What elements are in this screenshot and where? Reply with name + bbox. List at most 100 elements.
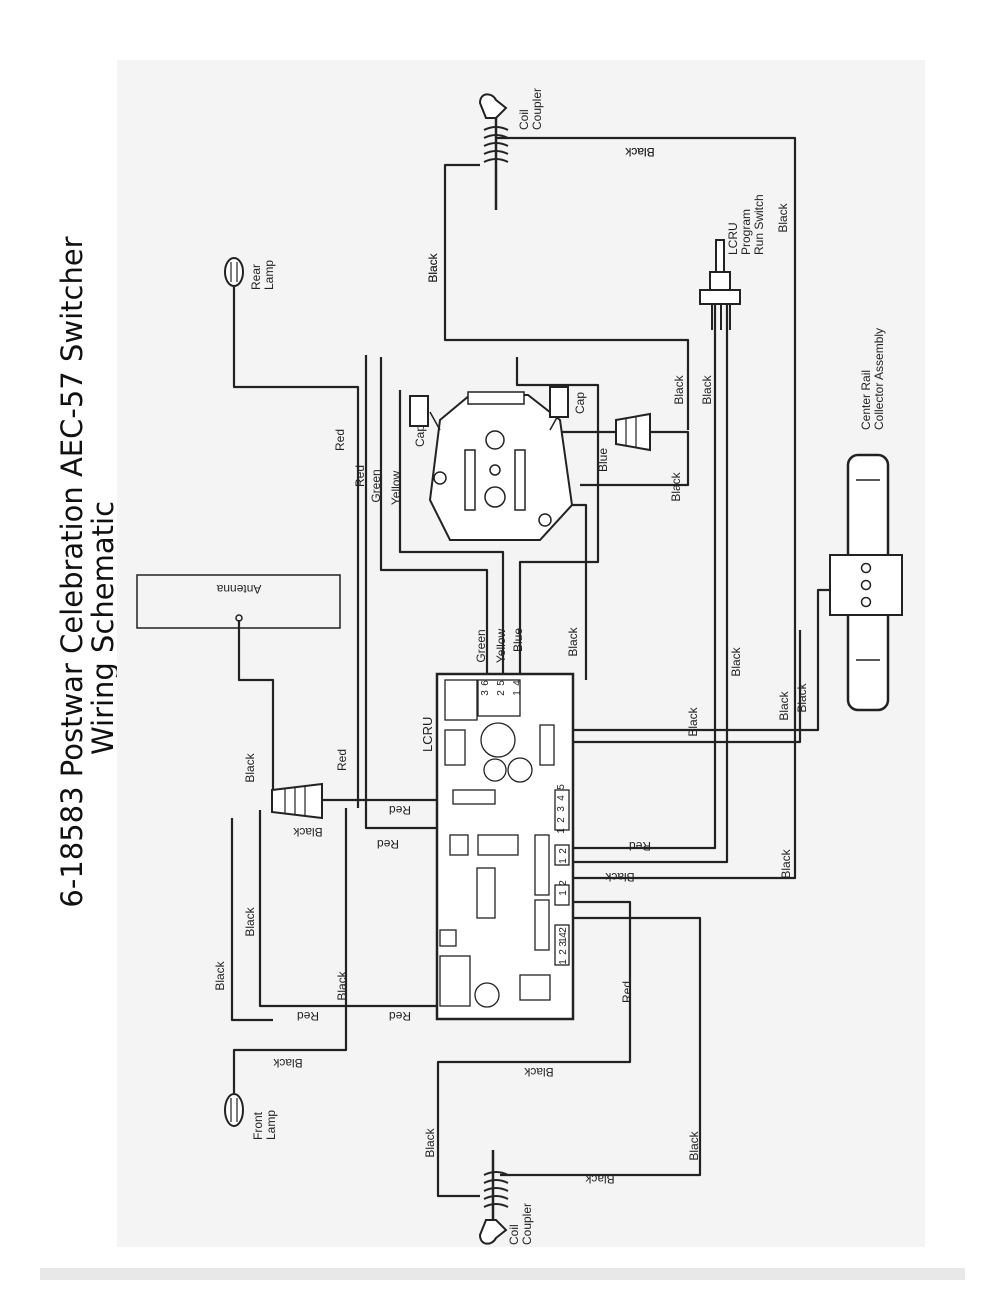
rear-lamp-text-line-2: Lamp [262, 260, 276, 290]
wire-label-black: Black [624, 145, 654, 159]
wire-nut-right [580, 430, 690, 487]
wire-label-red: Red [389, 803, 411, 817]
wire-label-blue: Blue [596, 448, 610, 472]
wire-label-blue: Blue [511, 628, 525, 652]
motor-assembly [428, 391, 574, 541]
wire-bottom-coupler-return [500, 916, 702, 1177]
pin-label: 1 [512, 690, 523, 696]
wire-label-red: Red [629, 839, 651, 853]
center-rail-label: Center RailCollector Assembly [859, 328, 886, 430]
wire-blue [515, 357, 600, 680]
wire-label-black: Black [272, 1056, 302, 1070]
wire-top-coupler-black [443, 163, 690, 430]
wire-left-red [230, 818, 273, 1022]
wire-label-yellow: Yellow [389, 471, 403, 506]
wire-label-black: Black [729, 646, 743, 676]
coil-coupler-top-text-line-2: Coupler [530, 88, 544, 130]
wire-label-black: Black [584, 1172, 614, 1186]
wire-yellow [398, 390, 505, 680]
pin-label: 3 [556, 806, 567, 812]
scan-edge [40, 1268, 965, 1280]
pin-label: 4 [556, 795, 567, 801]
capacitor-right [549, 386, 569, 418]
front-lamp-text: Front [251, 1111, 265, 1140]
lcru-switch-text-line-2: Program [739, 209, 753, 255]
wire-label-black: Black [426, 252, 440, 282]
wire-antenna-black [237, 620, 275, 790]
wire-black-collector [572, 630, 802, 744]
wire-label-black: Black [213, 960, 227, 990]
coil-coupler-top [478, 93, 509, 210]
wire-label-black: Black [523, 1065, 553, 1079]
antenna-label: Antenna [216, 582, 261, 596]
wire-label-red: Red [333, 429, 347, 451]
center-rail-text-line-2: Collector Assembly [872, 328, 886, 430]
wire-label-black: Black [795, 682, 809, 712]
rear-lamp [224, 257, 244, 287]
coil-coupler-top-text: Coil [517, 109, 531, 130]
wire-label-black: Black [426, 252, 440, 282]
cap-left-label: Cap [413, 425, 427, 447]
wire-label-yellow: Yellow [494, 629, 508, 664]
wire-nut-right-ribs [625, 417, 637, 447]
wire-label-green: Green [369, 469, 383, 502]
coil-coupler-bottom-text: Coil [507, 1224, 521, 1245]
pin-label: 6 [480, 680, 491, 686]
lcru-program-switch [699, 239, 741, 330]
wire-switch-2 [572, 300, 729, 864]
wire-label-green: Green [474, 629, 488, 662]
wire-label-red: Red [377, 837, 399, 851]
pin-label: 1 [558, 937, 569, 943]
wire-label-black: Black [624, 145, 654, 159]
wire-label-black: Black [423, 1127, 437, 1157]
wire-label-black: Black [777, 690, 791, 720]
antenna-terminal [235, 614, 243, 622]
wire-top-coupler-return [497, 136, 797, 880]
wire-red-board [364, 355, 437, 830]
wire-label-black: Black [604, 870, 634, 884]
wire-nut-left-ribs [284, 787, 306, 815]
pin-label: 2 [556, 817, 567, 823]
wire-label-red: Red [389, 1009, 411, 1023]
pin-label: 2 [496, 690, 507, 696]
wire-label-black: Black [335, 970, 349, 1000]
wire-label-black: Black [776, 202, 790, 232]
wire-label-red: Red [335, 749, 349, 771]
lcru-switch-text: LCRU [726, 222, 740, 255]
wire-rear-lamp-red [232, 285, 360, 808]
wire-label-black: Black [243, 906, 257, 936]
wire-front-lamp-red [232, 808, 348, 1095]
pin-label: 5 [556, 784, 567, 790]
pin-label: 2 [558, 927, 569, 933]
lcru-switch-text-line-3: Run Switch [752, 194, 766, 255]
wire-label-black: Black [700, 374, 714, 404]
cap-right-label: Cap [573, 392, 587, 414]
pin-label: 5 [496, 680, 507, 686]
wire-switch-1 [572, 290, 717, 850]
rear-lamp-label: RearLamp [249, 260, 276, 290]
coil-coupler-bottom-label: CoilCoupler [507, 1203, 534, 1245]
wire-label-black: Black [566, 626, 580, 656]
pin-label: 1 [558, 890, 569, 896]
wire-label-black: Black [686, 706, 700, 736]
pin-label: 1 [556, 828, 567, 834]
capacitor-left [409, 395, 429, 427]
coil-coupler-bottom-text-line-2: Coupler [520, 1203, 534, 1245]
wire-bottom-coupler [436, 900, 632, 1198]
pin-label: 3 [558, 941, 569, 947]
pin-label: 3 [480, 690, 491, 696]
wire-nut-right [615, 412, 651, 452]
lcru-switch-label: LCRUProgramRun Switch [726, 194, 766, 255]
pin-label: 1 [558, 959, 569, 965]
center-rail-text: Center Rail [859, 370, 873, 430]
wires [230, 136, 850, 1198]
front-lamp-text-line-2: Lamp [264, 1110, 278, 1140]
wire-label-black: Black [672, 374, 686, 404]
coil-coupler-top-label: CoilCoupler [517, 88, 544, 130]
front-lamp-label: FrontLamp [251, 1110, 278, 1140]
wire-left-black [258, 810, 437, 1008]
pin-label: 2 [558, 848, 569, 854]
